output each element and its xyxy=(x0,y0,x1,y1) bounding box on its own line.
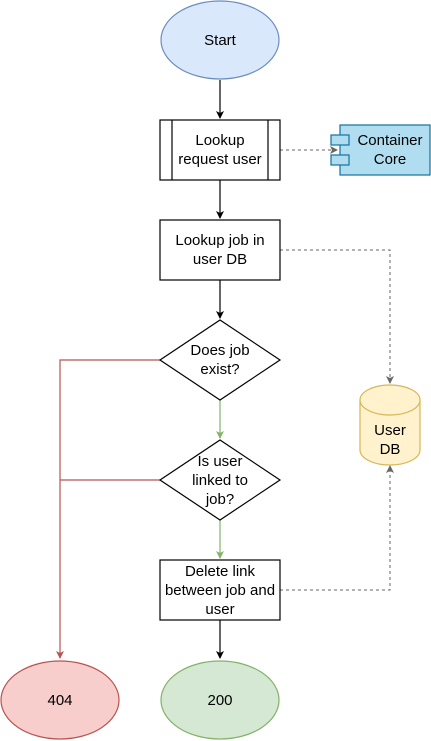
does-job-exist-decision[interactable] xyxy=(158,319,282,401)
edge-no-job-to-404 xyxy=(56,359,160,659)
delete-link-label: Delete link between job and user xyxy=(164,562,276,618)
is-user-linked-label: Is user linked to job? xyxy=(192,452,248,508)
container-core-label: Container Core xyxy=(357,132,423,168)
lookup-user-label: Lookup request user xyxy=(178,132,262,168)
container-core-component[interactable] xyxy=(330,124,431,176)
lookup-user-node[interactable] xyxy=(159,119,281,181)
does-job-exist-label: Does job exist? xyxy=(190,342,250,378)
lookup-job-label: Lookup job in user DB xyxy=(175,232,265,268)
edge-delete-link-to-user-db xyxy=(280,465,394,591)
is-user-linked-decision[interactable] xyxy=(158,439,282,521)
result-200-node[interactable] xyxy=(160,660,280,740)
delete-link-node[interactable] xyxy=(159,559,281,621)
edge-lookup-job-to-user-db xyxy=(280,249,394,384)
lookup-job-node[interactable] xyxy=(159,219,281,281)
start-label: Start xyxy=(204,31,236,49)
result-404-label: 404 xyxy=(47,691,73,709)
start-node[interactable] xyxy=(160,0,280,80)
result-404-node[interactable] xyxy=(0,660,120,740)
result-200-label: 200 xyxy=(207,691,233,709)
user-db-cylinder[interactable] xyxy=(359,384,421,466)
user-db-label: User DB xyxy=(374,422,406,458)
